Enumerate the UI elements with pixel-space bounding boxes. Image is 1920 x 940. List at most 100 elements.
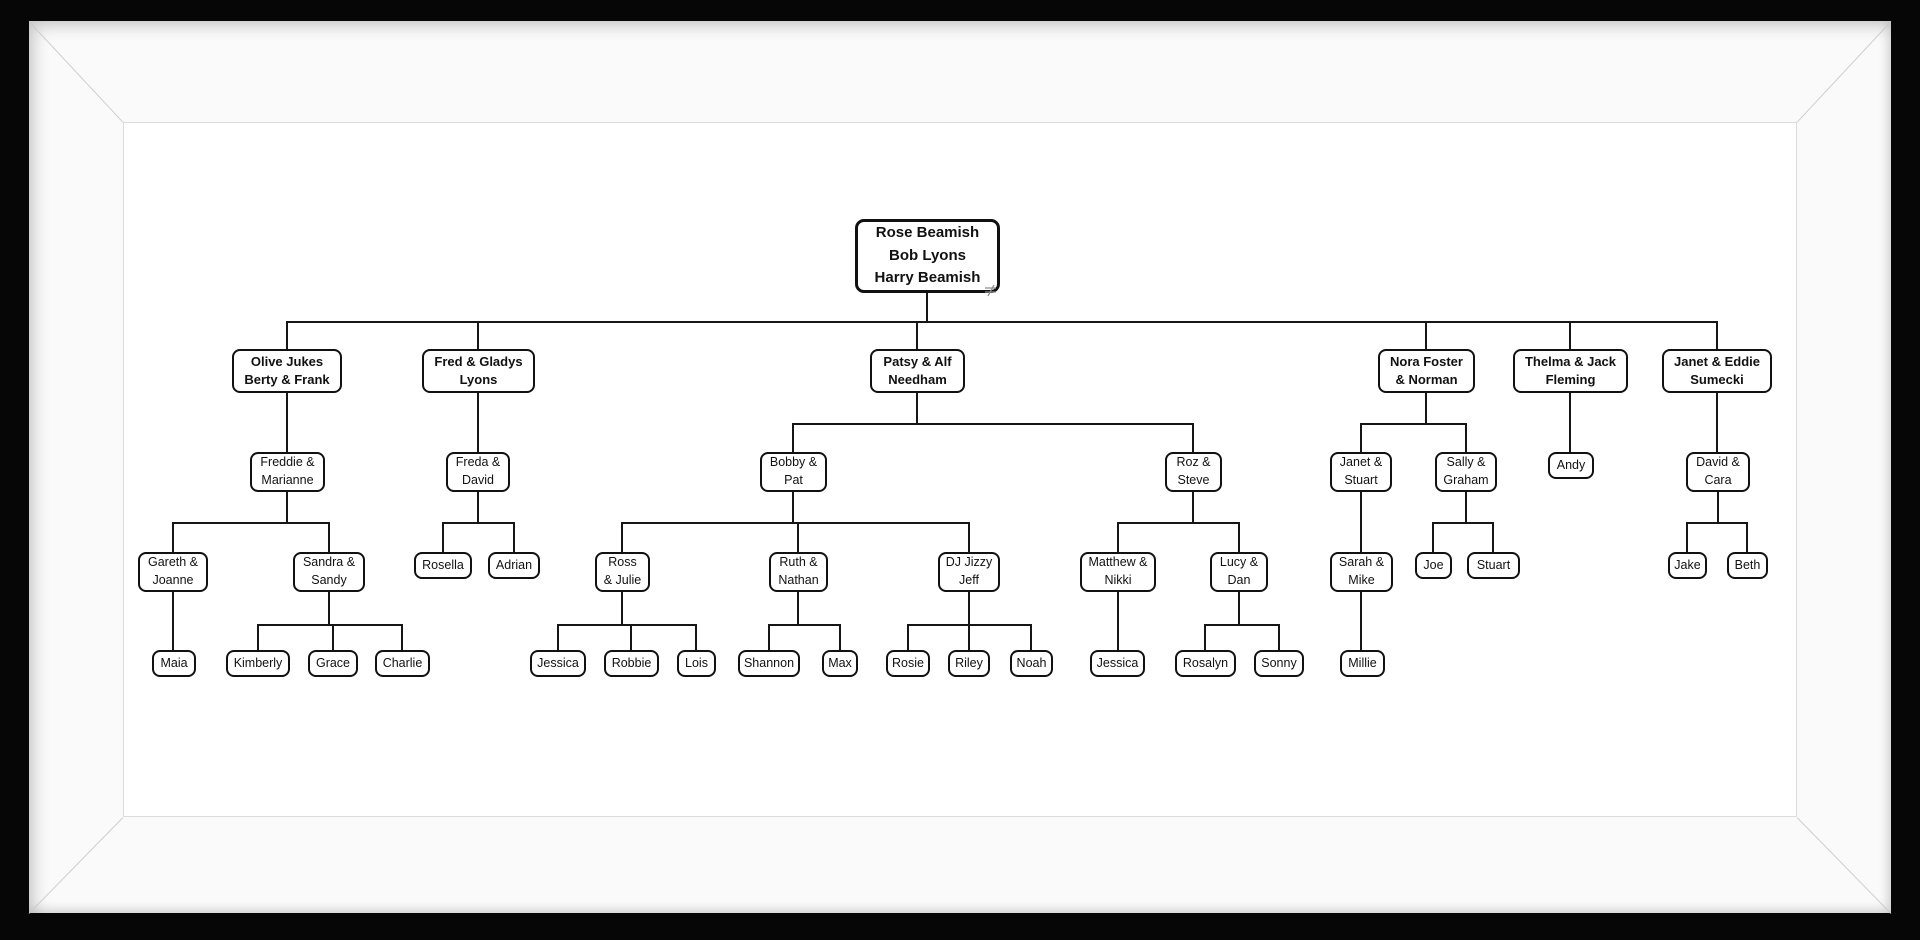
connector (630, 624, 632, 651)
connector (477, 321, 479, 350)
connector (557, 624, 559, 651)
tree-node-olive-jukes[interactable]: Olive Jukes Berty & Frank (232, 349, 342, 393)
connector (695, 624, 697, 651)
tree-node-ross-julie[interactable]: Ross & Julie (595, 552, 650, 592)
connector (968, 522, 970, 553)
connector (839, 624, 841, 651)
tree-node-shannon[interactable]: Shannon (738, 650, 800, 677)
connector (916, 392, 918, 425)
connector (172, 522, 174, 553)
connector (768, 624, 770, 651)
tree-node-lucy-dan[interactable]: Lucy & Dan (1210, 552, 1268, 592)
tree-node-matthew-nikki[interactable]: Matthew & Nikki (1080, 552, 1156, 592)
connector (1278, 624, 1280, 651)
tree-node-rose-beamish[interactable]: Rose Beamish Bob Lyons Harry Beamish (855, 219, 1000, 293)
tree-node-fred-gladys[interactable]: Fred & Gladys Lyons (422, 349, 535, 393)
connector (1117, 591, 1119, 651)
frame-miter-bottom-left (28, 817, 124, 914)
tree-node-jessica-ross[interactable]: Jessica (530, 650, 586, 677)
connector (1425, 321, 1427, 350)
connector (1117, 522, 1240, 524)
tree-node-roz-steve[interactable]: Roz & Steve (1165, 452, 1222, 492)
connector (401, 624, 403, 651)
connector (1238, 522, 1240, 553)
tree-node-janet-eddie[interactable]: Janet & Eddie Sumecki (1662, 349, 1772, 393)
tree-node-noah[interactable]: Noah (1010, 650, 1053, 677)
tree-node-millie[interactable]: Millie (1340, 650, 1385, 677)
tree-node-stuart[interactable]: Stuart (1467, 552, 1520, 579)
tree-node-grace[interactable]: Grace (308, 650, 358, 677)
connector (797, 591, 799, 626)
tree-node-gareth-joanne[interactable]: Gareth & Joanne (138, 552, 208, 592)
connector (1030, 624, 1032, 651)
tree-node-freda-david[interactable]: Freda & David (446, 452, 510, 492)
connector (926, 292, 928, 322)
tree-node-bobby-pat[interactable]: Bobby & Pat (760, 452, 827, 492)
connector (1569, 321, 1571, 350)
connector (286, 392, 288, 453)
connector (1465, 423, 1467, 453)
connector (477, 392, 479, 453)
tree-node-charlie[interactable]: Charlie (375, 650, 430, 677)
tree-node-dj-jizzy-jeff[interactable]: DJ Jizzy Jeff (938, 552, 1000, 592)
connector (286, 321, 1718, 323)
tree-node-beth[interactable]: Beth (1727, 552, 1768, 579)
connector (286, 321, 288, 350)
tree-node-patsy-alf[interactable]: Patsy & Alf Needham (870, 349, 965, 393)
tree-node-andy[interactable]: Andy (1548, 452, 1594, 479)
connector (1204, 624, 1206, 651)
connector (328, 522, 330, 553)
tree-node-max[interactable]: Max (822, 650, 858, 677)
tree-node-david-cara[interactable]: David & Cara (1686, 452, 1750, 492)
connector (792, 423, 794, 453)
connector (328, 591, 330, 626)
connector (442, 522, 515, 524)
connector (621, 591, 623, 626)
connector (1425, 392, 1427, 425)
tree-node-adrian[interactable]: Adrian (488, 552, 540, 579)
connector (792, 491, 794, 524)
connector (1432, 522, 1494, 524)
tree-node-rosella[interactable]: Rosella (414, 552, 472, 579)
tree-node-nora-norman[interactable]: Nora Foster & Norman (1378, 349, 1475, 393)
frame-miter-top-right (1796, 21, 1892, 123)
tree-node-kimberly[interactable]: Kimberly (226, 650, 290, 677)
tree-node-freddie-marianne[interactable]: Freddie & Marianne (250, 452, 325, 492)
tree-node-jessica-matthew[interactable]: Jessica (1090, 650, 1145, 677)
connector (1204, 624, 1280, 626)
tree-node-joe[interactable]: Joe (1415, 552, 1452, 579)
connector (916, 321, 918, 350)
tree-node-sally-graham[interactable]: Sally & Graham (1435, 452, 1497, 492)
tree-node-jake[interactable]: Jake (1668, 552, 1707, 579)
tree-node-maia[interactable]: Maia (152, 650, 196, 677)
tree-node-lois[interactable]: Lois (677, 650, 716, 677)
connector (907, 624, 909, 651)
connector (172, 591, 174, 651)
connector (1238, 591, 1240, 626)
tree-node-ruth-nathan[interactable]: Ruth & Nathan (769, 552, 828, 592)
connector (1432, 522, 1434, 553)
tree-node-sandra-sandy[interactable]: Sandra & Sandy (293, 552, 365, 592)
connector (1465, 491, 1467, 524)
connector (442, 522, 444, 553)
tree-node-rosalyn[interactable]: Rosalyn (1175, 650, 1236, 677)
tree-node-robbie[interactable]: Robbie (604, 650, 659, 677)
tree-node-thelma-jack[interactable]: Thelma & Jack Fleming (1513, 349, 1628, 393)
connector (172, 522, 330, 524)
connector (332, 624, 334, 651)
connector (1192, 423, 1194, 453)
tree-node-sonny[interactable]: Sonny (1254, 650, 1304, 677)
connector (621, 522, 970, 524)
connector (1192, 491, 1194, 524)
connector (1492, 522, 1494, 553)
connector (792, 423, 1194, 425)
tree-node-sarah-mike[interactable]: Sarah & Mike (1330, 552, 1393, 592)
connector (1686, 522, 1748, 524)
tree-node-rosie[interactable]: Rosie (886, 650, 930, 677)
connector (1117, 522, 1119, 553)
tree-node-janet-stuart[interactable]: Janet & Stuart (1330, 452, 1392, 492)
tree-node-riley[interactable]: Riley (948, 650, 990, 677)
connector (768, 624, 841, 626)
connector (477, 491, 479, 524)
